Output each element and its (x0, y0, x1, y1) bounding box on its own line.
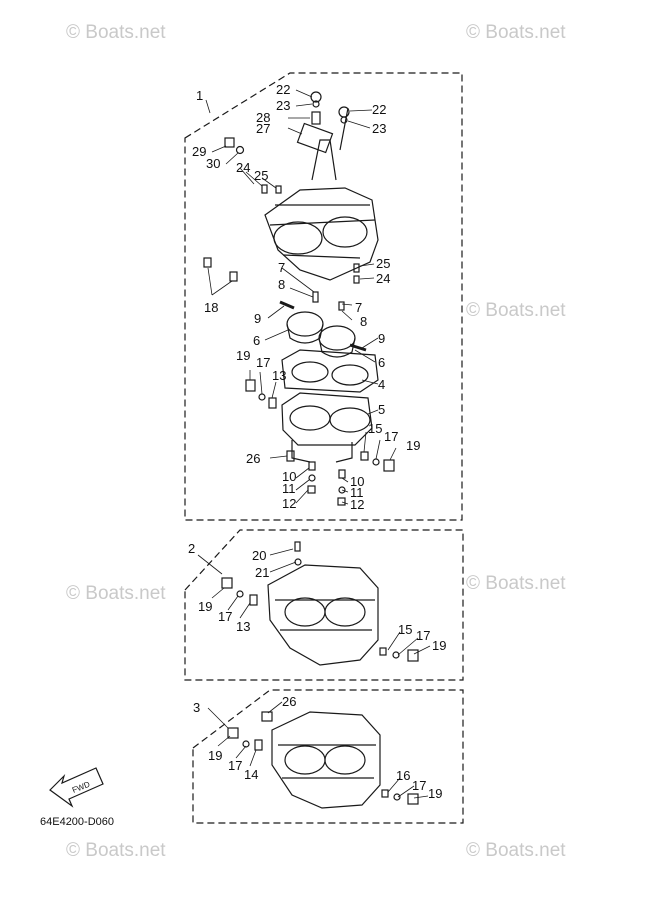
callout-labels: 1 2 3 FWD 22 23 28 27 29 30 24 25 18 22 … (71, 82, 447, 801)
callout: 11 (350, 485, 364, 500)
callout: 8 (360, 314, 367, 329)
watermark: © Boats.net (66, 22, 166, 43)
panel-2-border (184, 529, 464, 681)
callout: 17 (228, 758, 242, 773)
panel-label: 1 (196, 88, 203, 103)
callout: 10 (282, 469, 296, 484)
fwd-label: FWD (71, 780, 91, 795)
callout: 17 (256, 355, 270, 370)
gasket (281, 349, 379, 393)
float-chamber (281, 392, 373, 463)
watermark: © Boats.net (466, 840, 566, 861)
callout: 17 (218, 609, 232, 624)
callout: 19 (236, 348, 250, 363)
panel-1-border (184, 72, 463, 521)
callout: 7 (355, 300, 362, 315)
carburetor-body-top (264, 107, 379, 281)
carburetor-body-mid (221, 541, 419, 666)
callout: 6 (253, 333, 260, 348)
callout: 9 (254, 311, 261, 326)
callout: 23 (372, 121, 386, 136)
callout: 19 (428, 786, 442, 801)
callout: 20 (252, 548, 266, 563)
callout: 27 (256, 121, 270, 136)
callout: 8 (278, 277, 285, 292)
callout: 19 (198, 599, 212, 614)
callout: 19 (432, 638, 446, 653)
callout: 28 (256, 110, 270, 125)
callout: 29 (192, 144, 206, 159)
callout: 17 (416, 628, 430, 643)
leader-lines-1 (205, 89, 397, 505)
callout: 6 (378, 355, 385, 370)
leader-lines-3 (207, 701, 429, 799)
watermark: © Boats.net (66, 583, 166, 604)
callout: 25 (254, 168, 268, 183)
panel-3-border (192, 689, 464, 824)
float-left (286, 311, 324, 344)
callout: 19 (208, 748, 222, 763)
watermark: © Boats.net (466, 573, 566, 594)
callout: 30 (206, 156, 220, 171)
panel-label: 3 (193, 700, 200, 715)
callout: 13 (236, 619, 250, 634)
callout: 9 (378, 331, 385, 346)
leader-lines-2 (197, 548, 431, 656)
callout: 19 (406, 438, 420, 453)
figure-code: 64E4200-D060 (40, 816, 115, 828)
callout: 26 (246, 451, 260, 466)
callout: 12 (350, 497, 364, 512)
callout: 23 (276, 98, 290, 113)
watermark: © Boats.net (466, 300, 566, 321)
callout: 12 (282, 496, 296, 511)
callout: 16 (396, 768, 410, 783)
callout: 7 (278, 260, 285, 275)
callout: 15 (368, 421, 382, 436)
callout: 24 (376, 271, 390, 286)
callout: 18 (204, 300, 218, 315)
callout: 5 (378, 402, 385, 417)
watermark: © Boats.net (66, 840, 166, 861)
fwd-arrow-icon (49, 767, 104, 808)
callout: 17 (384, 429, 398, 444)
callout: 11 (282, 481, 296, 496)
callout: 25 (376, 256, 390, 271)
small-parts (203, 91, 395, 506)
callout: 26 (282, 694, 296, 709)
callout: 17 (412, 778, 426, 793)
callout: 15 (398, 622, 412, 637)
callout: 4 (378, 377, 385, 392)
callout: 22 (372, 102, 386, 117)
callout: 21 (255, 565, 269, 580)
callout: 10 (350, 474, 364, 489)
panel-label: 2 (188, 541, 195, 556)
callout: 22 (276, 82, 290, 97)
callout: 13 (272, 368, 286, 383)
callout: 14 (244, 767, 258, 782)
callout: 24 (236, 160, 250, 175)
carburetor-body-bot (227, 711, 419, 809)
watermark: © Boats.net (466, 22, 566, 43)
